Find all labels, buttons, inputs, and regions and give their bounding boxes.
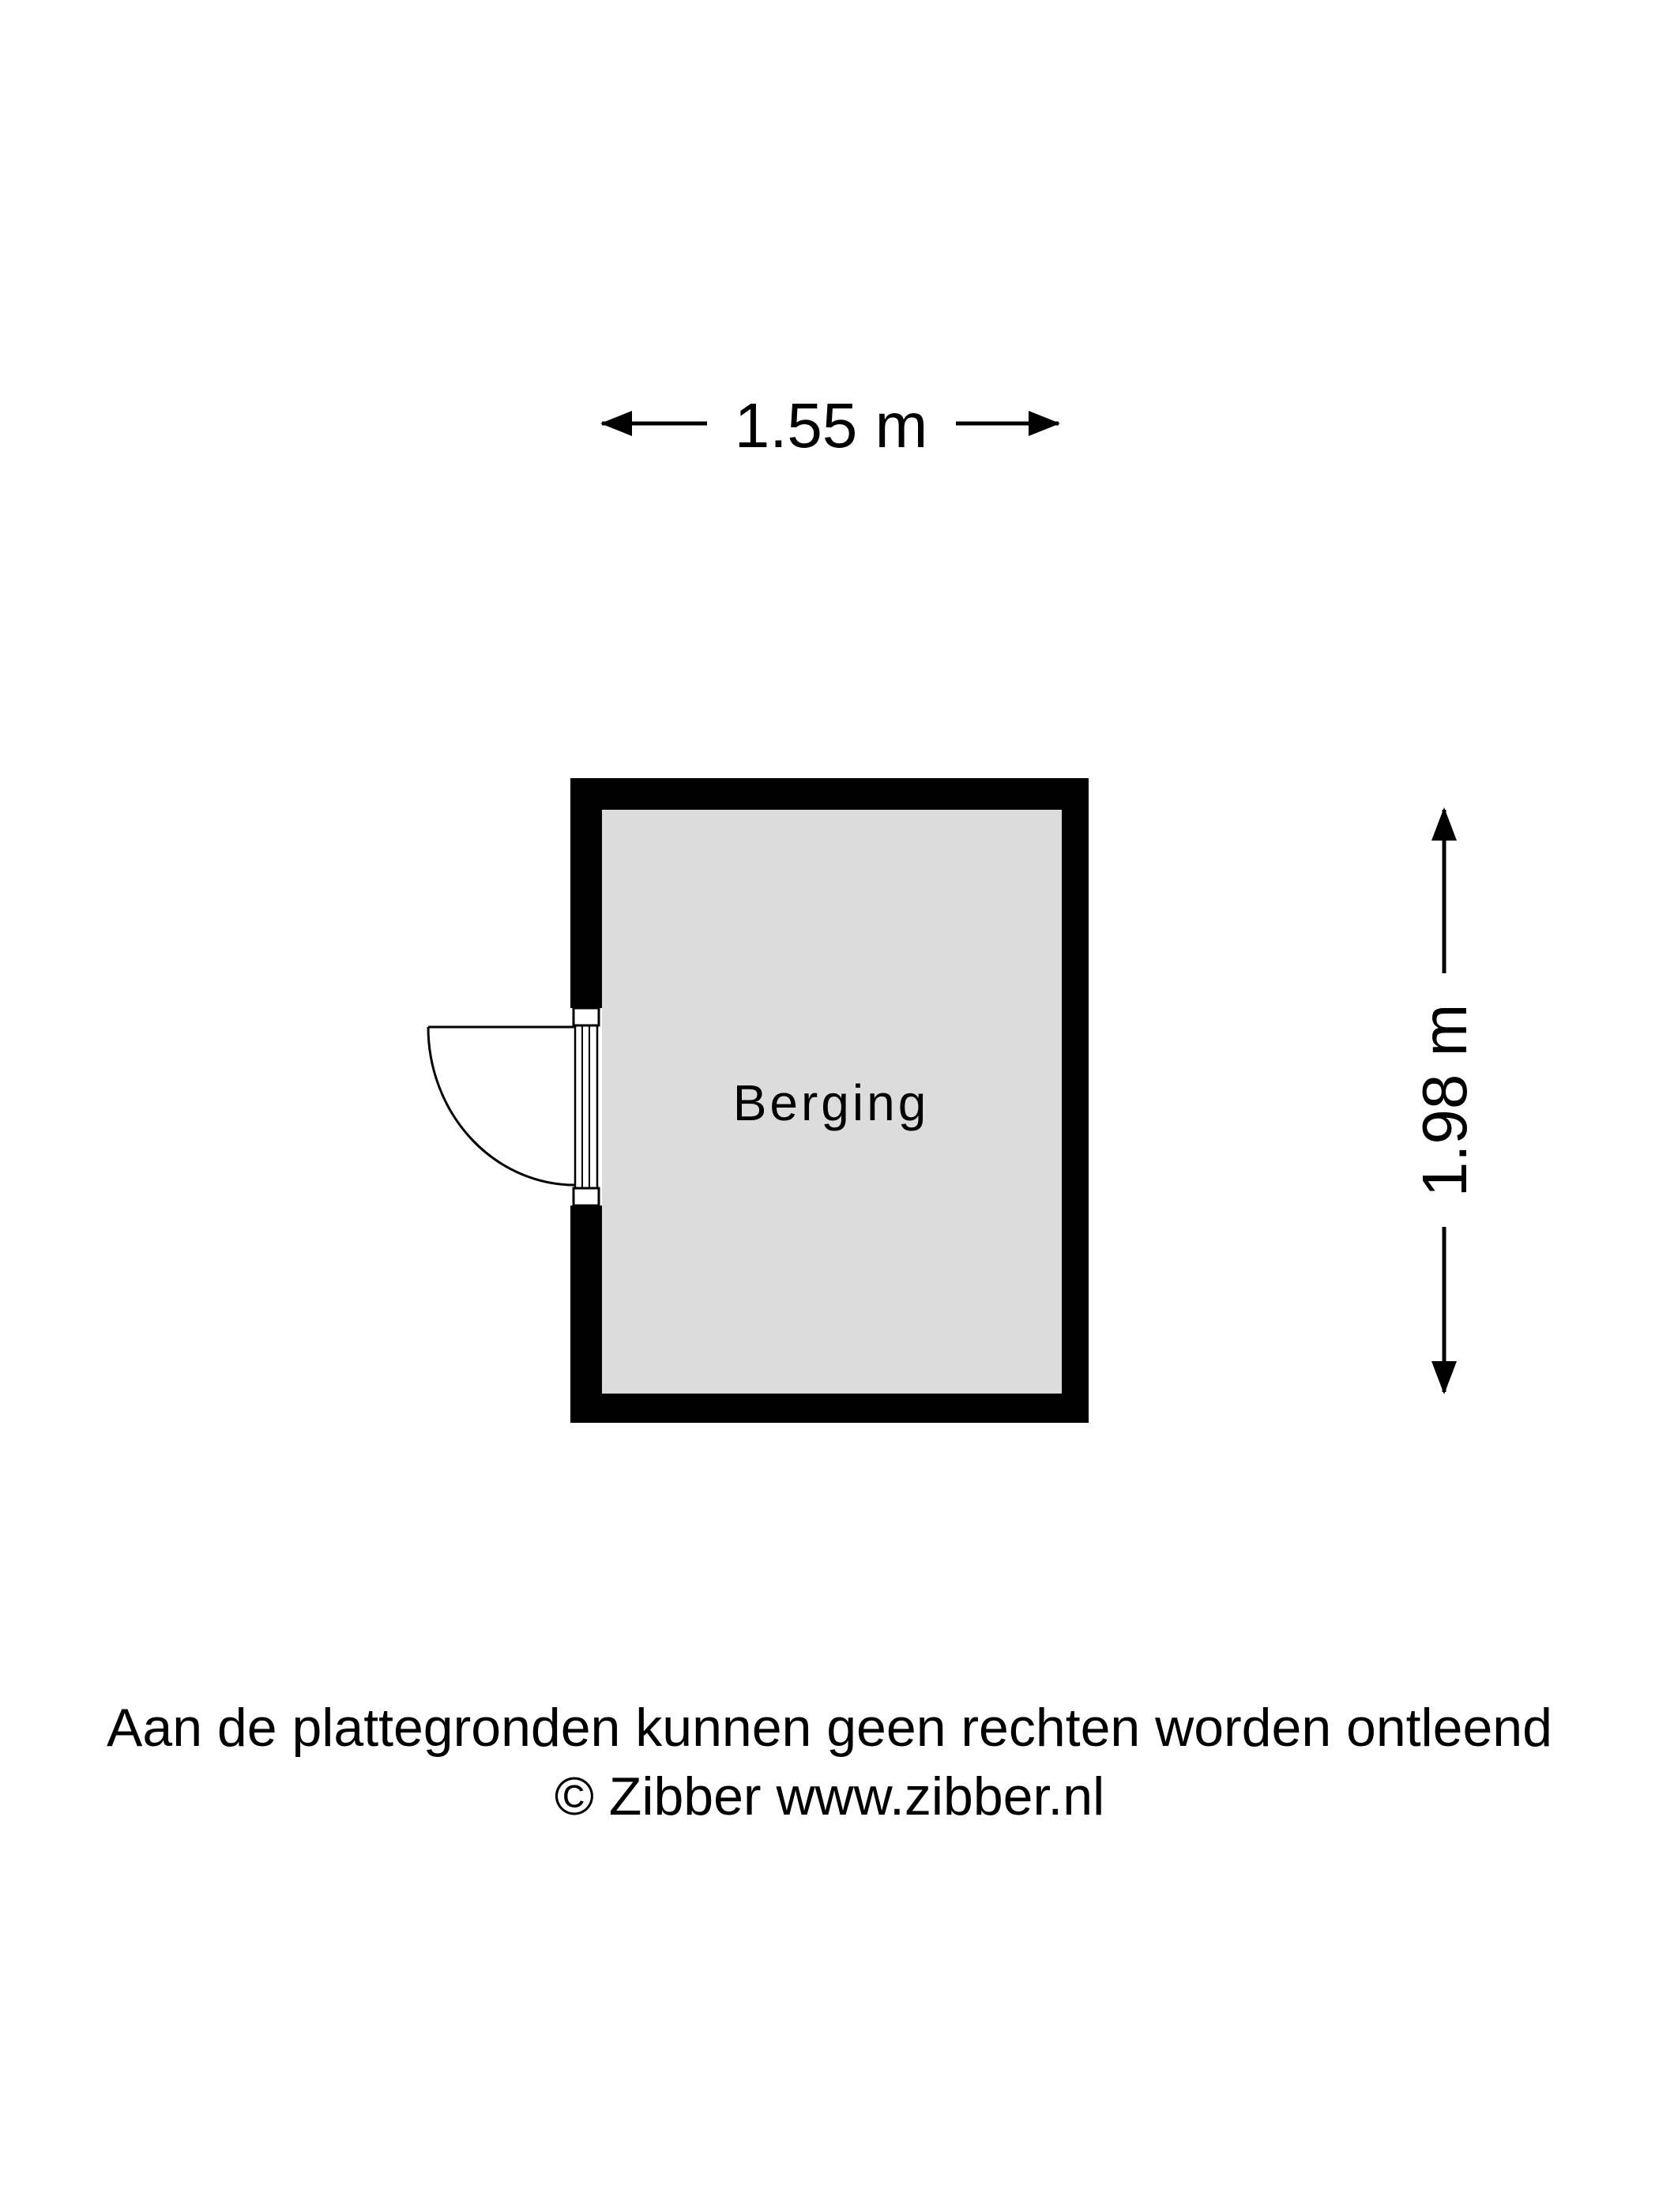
width-label: 1.55 m bbox=[735, 390, 928, 461]
door-jamb-bottom bbox=[572, 1187, 600, 1207]
width-arrowhead-left bbox=[600, 411, 632, 436]
disclaimer-text: Aan de plattegronden kunnen geen rechten… bbox=[107, 1698, 1552, 1758]
room-floor bbox=[602, 810, 1062, 1394]
height-label: 1.98 m bbox=[1409, 1004, 1480, 1198]
room-label: Berging bbox=[733, 1074, 930, 1131]
height-arrowhead-top bbox=[1431, 807, 1457, 841]
height-dimension: 1.98 m bbox=[1409, 807, 1480, 1394]
door-jamb-top bbox=[572, 1006, 600, 1027]
door-swing-arc bbox=[427, 1026, 576, 1187]
height-arrowhead-bottom bbox=[1431, 1361, 1457, 1394]
room-berging: Berging bbox=[427, 778, 1089, 1423]
width-dimension: 1.55 m bbox=[600, 390, 1060, 461]
width-arrowhead-right bbox=[1029, 411, 1060, 436]
copyright-text: © Zibber www.zibber.nl bbox=[554, 1766, 1105, 1826]
